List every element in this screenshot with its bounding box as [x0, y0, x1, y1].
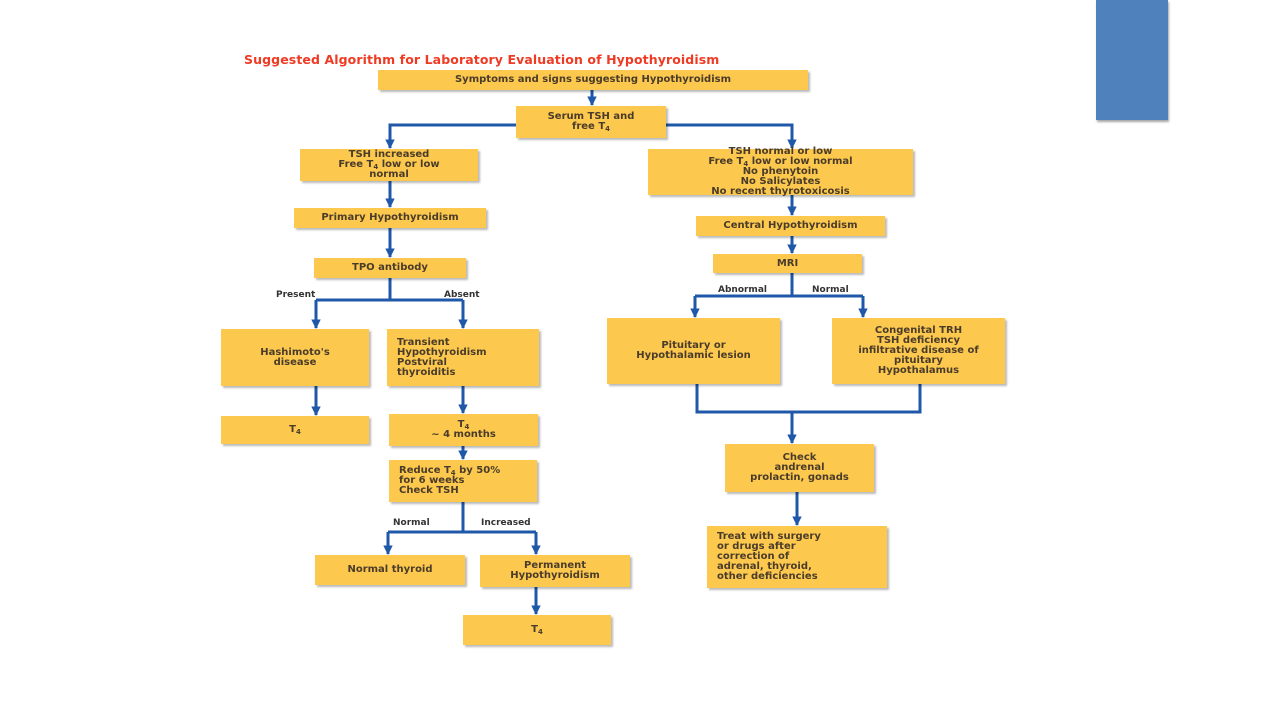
edge-serum-split-right [666, 123, 797, 149]
central-hypothyroidism-node: Central Hypothyroidism [696, 216, 885, 236]
t4-hashimoto-node: T4 [221, 416, 369, 444]
tpo-antibody-node: TPO antibody [314, 258, 466, 278]
edge-pituitary-merge [695, 384, 922, 414]
permanent-hypothyroidism-node: Permanent Hypothyroidism [480, 555, 630, 587]
treat-node: Treat with surgery or drugs after correc… [707, 526, 887, 588]
symptoms-node: Symptoms and signs suggesting Hypothyroi… [378, 70, 808, 90]
abnormal-label: Abnormal [718, 285, 767, 295]
tsh-normal-low-node: TSH normal or low Free T4 low or low nor… [648, 147, 913, 197]
diagram-title: Suggested Algorithm for Laboratory Evalu… [244, 52, 720, 67]
normal-mri-label: Normal [812, 285, 849, 295]
primary-hypothyroidism-node: Primary Hypothyroidism [294, 208, 486, 228]
t4-permanent-node: T4 [463, 615, 611, 645]
t4-months-node: T4 ~ 4 months [389, 414, 538, 446]
normal-tsh-label: Normal [393, 518, 430, 528]
edge-serum-split-left [385, 123, 516, 149]
normal-thyroid-node: Normal thyroid [315, 555, 465, 585]
absent-label: Absent [444, 290, 480, 300]
accent-bar [1096, 0, 1168, 120]
serum-tsh-node: Serum TSH and free T4 [516, 106, 666, 138]
tsh-increased-node: TSH increased Free T4 low or low normal [300, 149, 478, 181]
reduce-t4-node: Reduce T4 by 50% for 6 weeks Check TSH [389, 460, 537, 502]
pituitary-lesion-node: Pituitary or Hypothalamic lesion [607, 318, 780, 384]
congenital-node: Congenital TRH TSH deficiency infiltrati… [832, 318, 1005, 384]
mri-node: MRI [713, 254, 862, 273]
check-adrenal-node: Check andrenal prolactin, gonads [725, 444, 874, 492]
hashimoto-node: Hashimoto's disease [221, 329, 369, 386]
present-label: Present [276, 290, 316, 300]
increased-label: Increased [481, 518, 531, 528]
transient-node: Transient Hypothyroidism Postviral thyro… [387, 329, 539, 386]
